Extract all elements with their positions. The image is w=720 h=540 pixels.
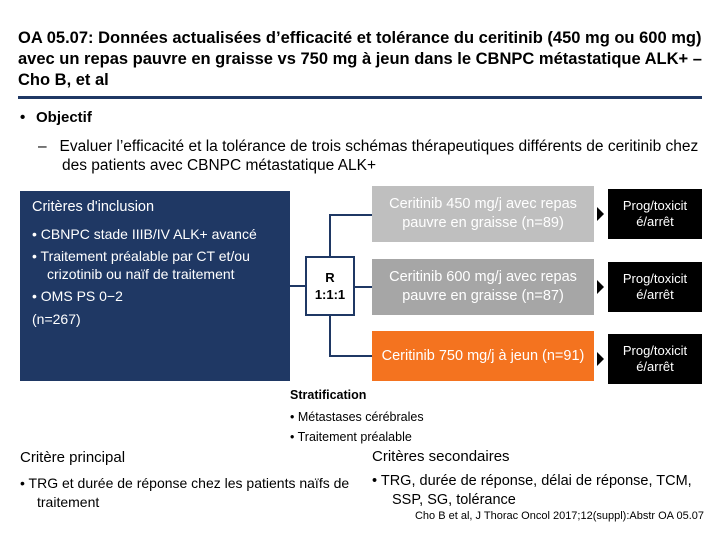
outcome-box: Prog/toxicit é/arrêt	[608, 334, 702, 384]
objective-bullet: •	[20, 109, 26, 126]
arm-ceritinib-450: Ceritinib 450 mg/j avec repas pauvre en …	[372, 186, 594, 242]
arm-ceritinib-750: Ceritinib 750 mg/j à jeun (n=91)	[372, 331, 594, 381]
stratification-item: • Métastases cérébrales	[290, 410, 424, 424]
objective-text: Evaluer l’efficacité et la tolérance de …	[59, 138, 699, 174]
objective-text-block: – Evaluer l’efficacité et la tolérance d…	[38, 137, 703, 175]
connector-r-up	[329, 214, 331, 256]
arrow-right-icon	[597, 207, 604, 221]
randomization-label: R	[325, 270, 335, 285]
primary-endpoint-item: • TRG et durée de réponse chez les patie…	[20, 475, 350, 510]
outcome-box: Prog/toxicit é/arrêt	[608, 262, 702, 312]
arrow-right-icon	[597, 352, 604, 366]
arm-ceritinib-600: Ceritinib 600 mg/j avec repas pauvre en …	[372, 259, 594, 315]
objective-dash: –	[38, 138, 47, 155]
objective-heading: • Objectif	[20, 109, 92, 126]
connector-arm1	[329, 214, 372, 216]
inclusion-item: • CBNPC stade IIIB/IV ALK+ avancé	[32, 226, 257, 242]
title-divider	[18, 96, 702, 99]
randomization-ratio: 1:1:1	[314, 287, 346, 302]
primary-endpoint-title: Critère principal	[20, 449, 126, 466]
inclusion-item: • Traitement préalable par CT et/ou criz…	[32, 248, 250, 282]
stratification-title: Stratification	[290, 388, 367, 402]
randomization-box: R 1:1:1	[305, 256, 355, 316]
inclusion-list: • CBNPC stade IIIB/IV ALK+ avancé • Trai…	[32, 225, 278, 305]
slide-title: OA 05.07: Données actualisées d’efficaci…	[18, 29, 702, 89]
connector-r-down	[329, 316, 331, 356]
arrow-right-icon	[597, 280, 604, 294]
inclusion-criteria-box: Critères d'inclusion • CBNPC stade IIIB/…	[20, 191, 290, 381]
objective-label: Objectif	[36, 109, 92, 126]
stratification-list: • Métastases cérébrales • Traitement pré…	[290, 407, 424, 447]
connector-arm3	[329, 355, 372, 357]
outcome-box: Prog/toxicit é/arrêt	[608, 189, 702, 239]
secondary-endpoints-item: • TRG, durée de réponse, délai de répons…	[372, 473, 692, 508]
connector-arm2	[355, 286, 372, 288]
connector-box-to-r	[290, 285, 305, 287]
inclusion-item: • OMS PS 0−2	[32, 288, 123, 304]
secondary-endpoints-title: Critères secondaires	[372, 448, 510, 465]
inclusion-n: (n=267)	[32, 311, 81, 327]
stratification-item: • Traitement préalable	[290, 430, 412, 444]
inclusion-header: Critères d'inclusion	[32, 199, 155, 215]
citation: Cho B et al, J Thorac Oncol 2017;12(supp…	[414, 510, 704, 522]
